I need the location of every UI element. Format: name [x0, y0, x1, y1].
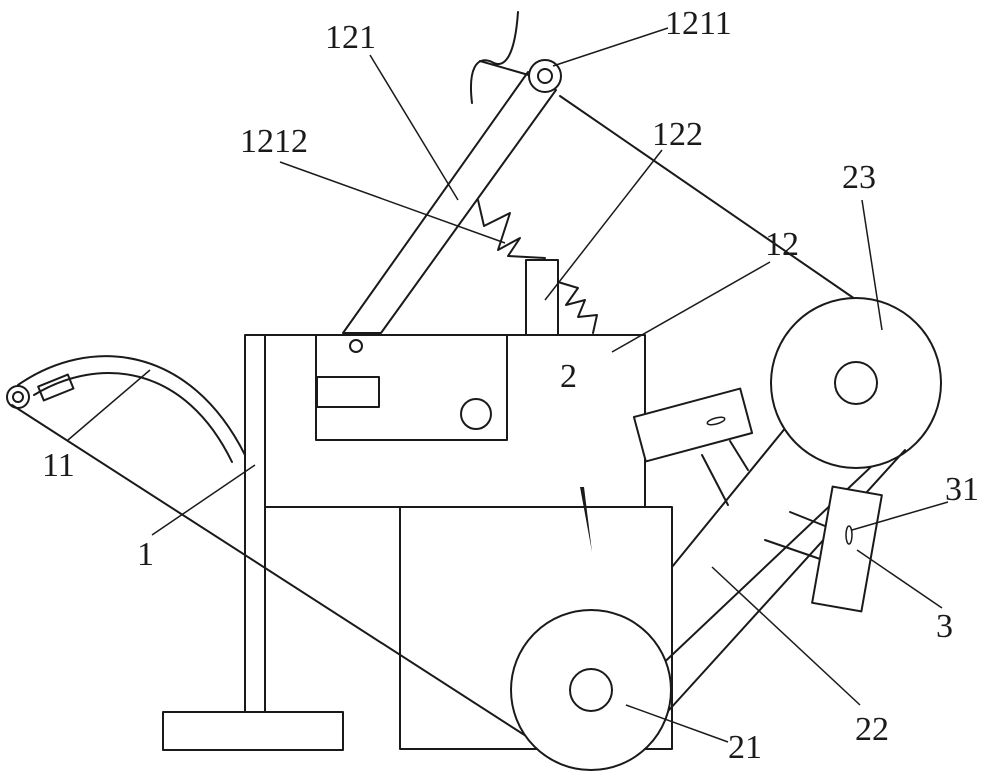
left-belt	[11, 404, 541, 746]
leader-121	[369, 54, 459, 201]
arc-guide-inner	[33, 371, 233, 463]
inner-knob	[460, 398, 492, 430]
left-roller-inner	[12, 391, 24, 403]
label-21: 21	[728, 729, 762, 766]
label-3: 3	[936, 608, 953, 645]
pulley-1211-inner	[537, 68, 553, 84]
left-hammer-rod-a	[701, 454, 729, 506]
top-belt	[559, 95, 856, 300]
vertical-post	[244, 334, 266, 713]
leader-1212	[279, 161, 506, 244]
roller-23	[770, 297, 942, 469]
leader-23	[861, 199, 883, 331]
leader-1211	[552, 27, 669, 67]
leader-12	[611, 261, 771, 353]
right-hammer-3	[811, 485, 883, 613]
inner-panel	[315, 334, 508, 441]
label-121: 121	[325, 19, 376, 56]
left-hammer-rod-b	[729, 440, 749, 471]
arm-pivot	[349, 339, 363, 353]
label-1: 1	[137, 536, 154, 573]
blade-2	[580, 487, 592, 552]
spring-1212	[477, 199, 546, 259]
leader-21	[625, 704, 729, 743]
hole-31	[845, 525, 853, 545]
wire-lead	[479, 60, 533, 77]
leader-11	[67, 369, 151, 441]
label-2: 2	[560, 358, 577, 395]
label-22: 22	[855, 711, 889, 748]
roller-23-hub	[834, 361, 878, 405]
label-1212: 1212	[240, 123, 308, 160]
post-122	[525, 259, 559, 336]
label-122: 122	[652, 116, 703, 153]
spring-122	[557, 281, 598, 334]
label-23: 23	[842, 159, 876, 196]
base-foot	[162, 711, 344, 751]
leader-1	[151, 464, 256, 536]
pulley-1211-outer	[528, 59, 562, 93]
inner-slot	[316, 376, 380, 408]
label-12: 12	[765, 226, 799, 263]
leader-122	[544, 149, 663, 301]
leader-31	[851, 501, 949, 531]
left-hammer-hole	[706, 416, 726, 426]
left-roller-outer	[6, 385, 30, 409]
label-1211: 1211	[665, 5, 732, 42]
right-hammer-rod-b	[764, 539, 824, 561]
arc-guide-outer	[17, 355, 246, 456]
wire-top	[470, 11, 519, 104]
left-hammer	[632, 387, 754, 463]
arm-121	[342, 71, 557, 334]
roller-21	[510, 609, 672, 771]
upper-housing	[264, 334, 646, 508]
roller-21-hub	[569, 668, 613, 712]
arc-clamp	[37, 373, 75, 402]
leader-3	[856, 549, 943, 609]
leader-22	[711, 566, 861, 706]
label-31: 31	[945, 471, 979, 508]
label-11: 11	[42, 447, 75, 484]
